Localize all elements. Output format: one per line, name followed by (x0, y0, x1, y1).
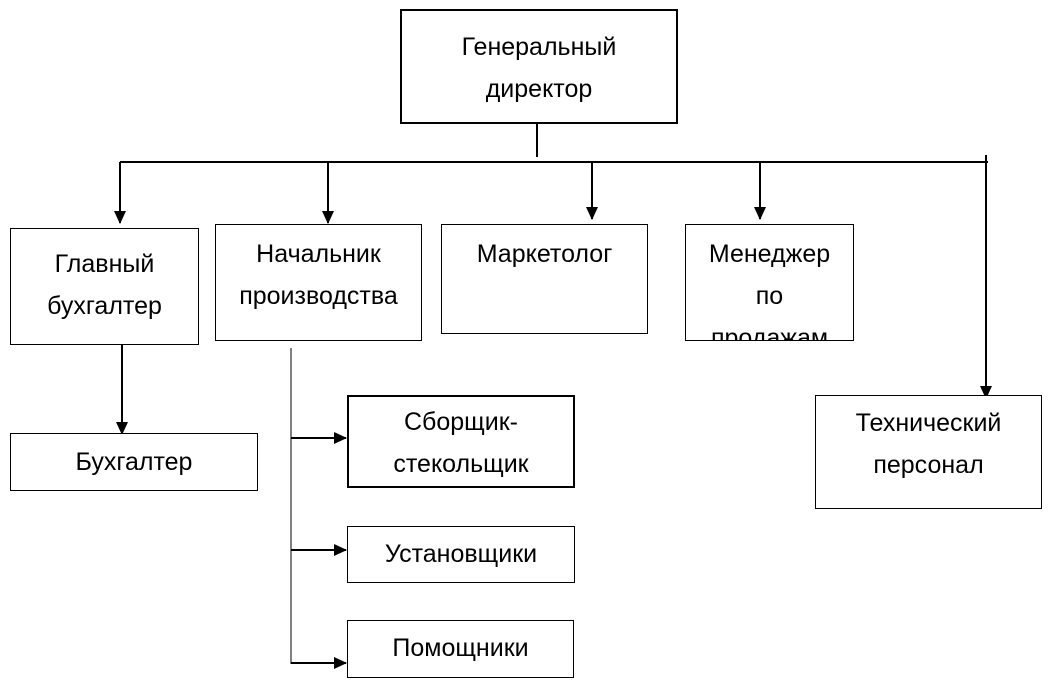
production-head-label: Начальник производства (239, 240, 398, 310)
glass-assembler-box: Сборщик- стекольщик (347, 395, 575, 488)
sales-manager-label: Менеджер по продажам (708, 240, 831, 341)
glass-assembler-label: Сборщик- стекольщик (393, 408, 529, 478)
installers-label: Установщики (384, 540, 538, 568)
marketer-box: Маркетолог (441, 224, 648, 334)
technical-staff-label: Технический персонал (855, 409, 1002, 479)
sales-manager-box: Менеджер по продажам (685, 224, 854, 341)
accountant-label: Бухгалтер (75, 448, 193, 476)
chief-accountant-label: Главный бухгалтер (47, 250, 162, 320)
accountant-box: Бухгалтер (10, 433, 258, 491)
technical-staff-box: Технический персонал (815, 395, 1042, 509)
installers-box: Установщики (347, 526, 575, 583)
chief-accountant-box: Главный бухгалтер (10, 228, 199, 345)
ceo-box: Генеральный директор (400, 9, 678, 124)
ceo-label: Генеральный директор (461, 33, 617, 103)
assistants-box: Помощники (347, 620, 574, 678)
production-head-box: Начальник производства (215, 224, 422, 341)
marketer-label: Маркетолог (476, 240, 613, 268)
assistants-label: Помощники (392, 634, 529, 662)
